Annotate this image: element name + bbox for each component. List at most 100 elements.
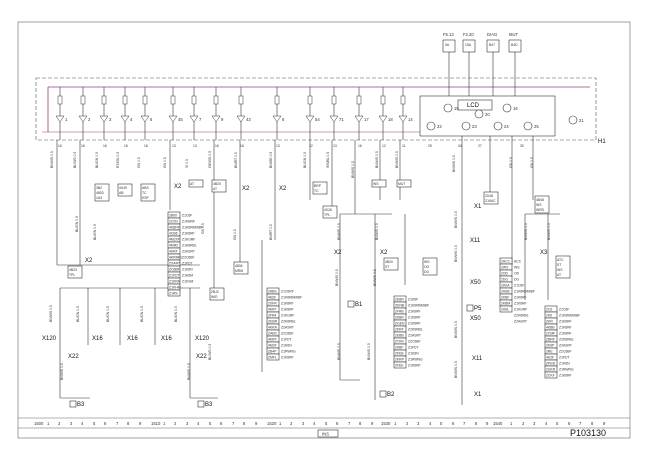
wire-code: BN/WS 0.5 bbox=[351, 161, 355, 178]
pin-label: 13 bbox=[193, 144, 197, 148]
wire-code: BN/WS 0.5 bbox=[452, 155, 456, 172]
code-cell-text: 4KBB bbox=[546, 326, 555, 330]
top-connector-sub: 5A bbox=[445, 43, 450, 47]
wire-code: BN/WS 0.5 bbox=[50, 151, 54, 168]
wire-code: RT/GN 0.5 bbox=[116, 152, 120, 168]
component-box-text: 4806 bbox=[235, 264, 243, 268]
code-annotation: Z1RWNG bbox=[559, 368, 574, 372]
indicator-lamp-5 bbox=[140, 115, 150, 123]
ruler-mark: 2 bbox=[406, 421, 409, 426]
connector-label: X22 bbox=[196, 354, 207, 360]
gauge-number: 25 bbox=[534, 124, 539, 129]
component-box-text: TC bbox=[142, 191, 147, 195]
indicator-lamp-7 bbox=[189, 115, 199, 123]
wire-code: BN/WS 0.5 bbox=[454, 211, 458, 228]
component-box-text: ST bbox=[385, 265, 389, 269]
top-connector-3 bbox=[486, 39, 500, 53]
component-box-text: 4X49 bbox=[119, 186, 127, 190]
code-annotation: Z1K6N bbox=[182, 268, 193, 272]
ruler-mark: 8 bbox=[359, 421, 362, 426]
gauge-22 bbox=[426, 121, 436, 131]
code-annotation: OD bbox=[514, 272, 520, 276]
wire-code: BN/WS 0.5 bbox=[454, 321, 458, 338]
pin-label: 16 bbox=[240, 144, 244, 148]
code-annotation: Z1K6F bbox=[408, 298, 418, 302]
component-box-4 bbox=[188, 179, 204, 188]
ruler-mark: 3 bbox=[70, 421, 73, 426]
pin-label: 13 bbox=[172, 144, 176, 148]
ruler-mark: 1510 bbox=[151, 421, 161, 426]
component-box-1 bbox=[94, 183, 110, 202]
component-box-text: DG bbox=[424, 270, 429, 274]
code-cell-text: Z1RS bbox=[169, 292, 178, 296]
code-annotation: Z1K6RBMIBF bbox=[408, 304, 429, 308]
top-connector-1 bbox=[442, 39, 456, 53]
code-annotation: Z2C6BF bbox=[182, 256, 195, 260]
component-box-text: 4803 bbox=[96, 191, 104, 195]
connector-label: X50 bbox=[470, 280, 481, 286]
component-box-text: TPL bbox=[69, 273, 75, 277]
component-box-text: IMO bbox=[211, 295, 218, 299]
component-box-3 bbox=[140, 183, 156, 202]
resistor-3 bbox=[101, 95, 107, 105]
ruler-mark: 9 bbox=[486, 421, 489, 426]
component-box-text: TC bbox=[314, 189, 319, 193]
wire-code: BL/GN 0.5 bbox=[76, 306, 80, 322]
code-cell bbox=[544, 371, 558, 379]
component-box-8 bbox=[371, 179, 387, 188]
ruler-mark: 3 bbox=[186, 421, 189, 426]
ruler-mark: 1540 bbox=[493, 421, 503, 426]
pin-label: 16 bbox=[103, 144, 107, 148]
code-annotation: Z1KGRF bbox=[514, 308, 527, 312]
connector-label: X1 bbox=[474, 204, 482, 210]
indicator-lamp-18 bbox=[378, 115, 388, 123]
resistor-1 bbox=[57, 95, 63, 105]
ruler-mark: 2 bbox=[58, 421, 61, 426]
code-cell-text: 2GKR bbox=[546, 368, 556, 372]
ruler-mark: 3 bbox=[417, 421, 420, 426]
connector-label: X2 bbox=[279, 186, 287, 192]
indicator-lamp-17 bbox=[354, 115, 364, 123]
lamp-number: 9 bbox=[221, 117, 224, 122]
pin-label: 16 bbox=[144, 144, 148, 148]
code-cell-text: ZSART bbox=[169, 262, 180, 266]
code-annotation: Z1K6RF bbox=[408, 310, 421, 314]
code-cell-text: ZEBR bbox=[268, 320, 278, 324]
ruler-mark: 4 bbox=[429, 421, 432, 426]
code-cell-text: ZBRF bbox=[546, 338, 555, 342]
wire-code: GN 0.5 bbox=[201, 223, 205, 234]
ruler-mark: 9 bbox=[603, 421, 606, 426]
component-box-15 bbox=[534, 195, 550, 214]
connector-label: X2 bbox=[174, 184, 182, 190]
component-box-text: WS bbox=[557, 268, 563, 272]
gauge-16 bbox=[502, 103, 512, 113]
code-cell-text: ZABC bbox=[268, 332, 278, 336]
component-label: B3 bbox=[77, 402, 85, 408]
lamp-number: 18 bbox=[388, 117, 393, 122]
code-annotation: Z1K6N bbox=[281, 344, 292, 348]
ruler-mark: 7 bbox=[348, 421, 351, 426]
wire-code: BN/RT 0.5 bbox=[269, 224, 273, 240]
code-annotation: Z1K6RBMIBF bbox=[514, 290, 535, 294]
ruler-mark: 8 bbox=[127, 421, 130, 426]
top-connector-title: MUT bbox=[509, 32, 519, 37]
instrument-cluster-box bbox=[35, 77, 597, 141]
code-annotation: Z1C6F bbox=[182, 214, 192, 218]
component-box-text: MUT bbox=[398, 182, 405, 186]
wire-code: BL/WS 0.5 bbox=[73, 152, 77, 168]
code-annotation: Z1K6RF bbox=[559, 332, 572, 336]
indicator-lamp-1 bbox=[55, 115, 65, 123]
wire-code: BN/WS 0.5 bbox=[454, 361, 458, 378]
pin-label: 16 bbox=[215, 144, 219, 148]
ruler-mark: 7 bbox=[579, 421, 582, 426]
indicator-lamp-71 bbox=[329, 115, 339, 123]
ruler-mark: 6 bbox=[568, 421, 571, 426]
code-annotation: Z2K6RBL bbox=[514, 314, 529, 318]
lamp-number: 71 bbox=[339, 117, 344, 122]
top-connector-sub: B47 bbox=[489, 43, 495, 47]
wire-code: BN/WS 0.5 bbox=[547, 223, 551, 240]
component-box-5 bbox=[211, 179, 227, 193]
wire-code: BN/GE 0.5 bbox=[269, 152, 273, 168]
wire-code: BN/WS 0.5 bbox=[367, 343, 371, 360]
